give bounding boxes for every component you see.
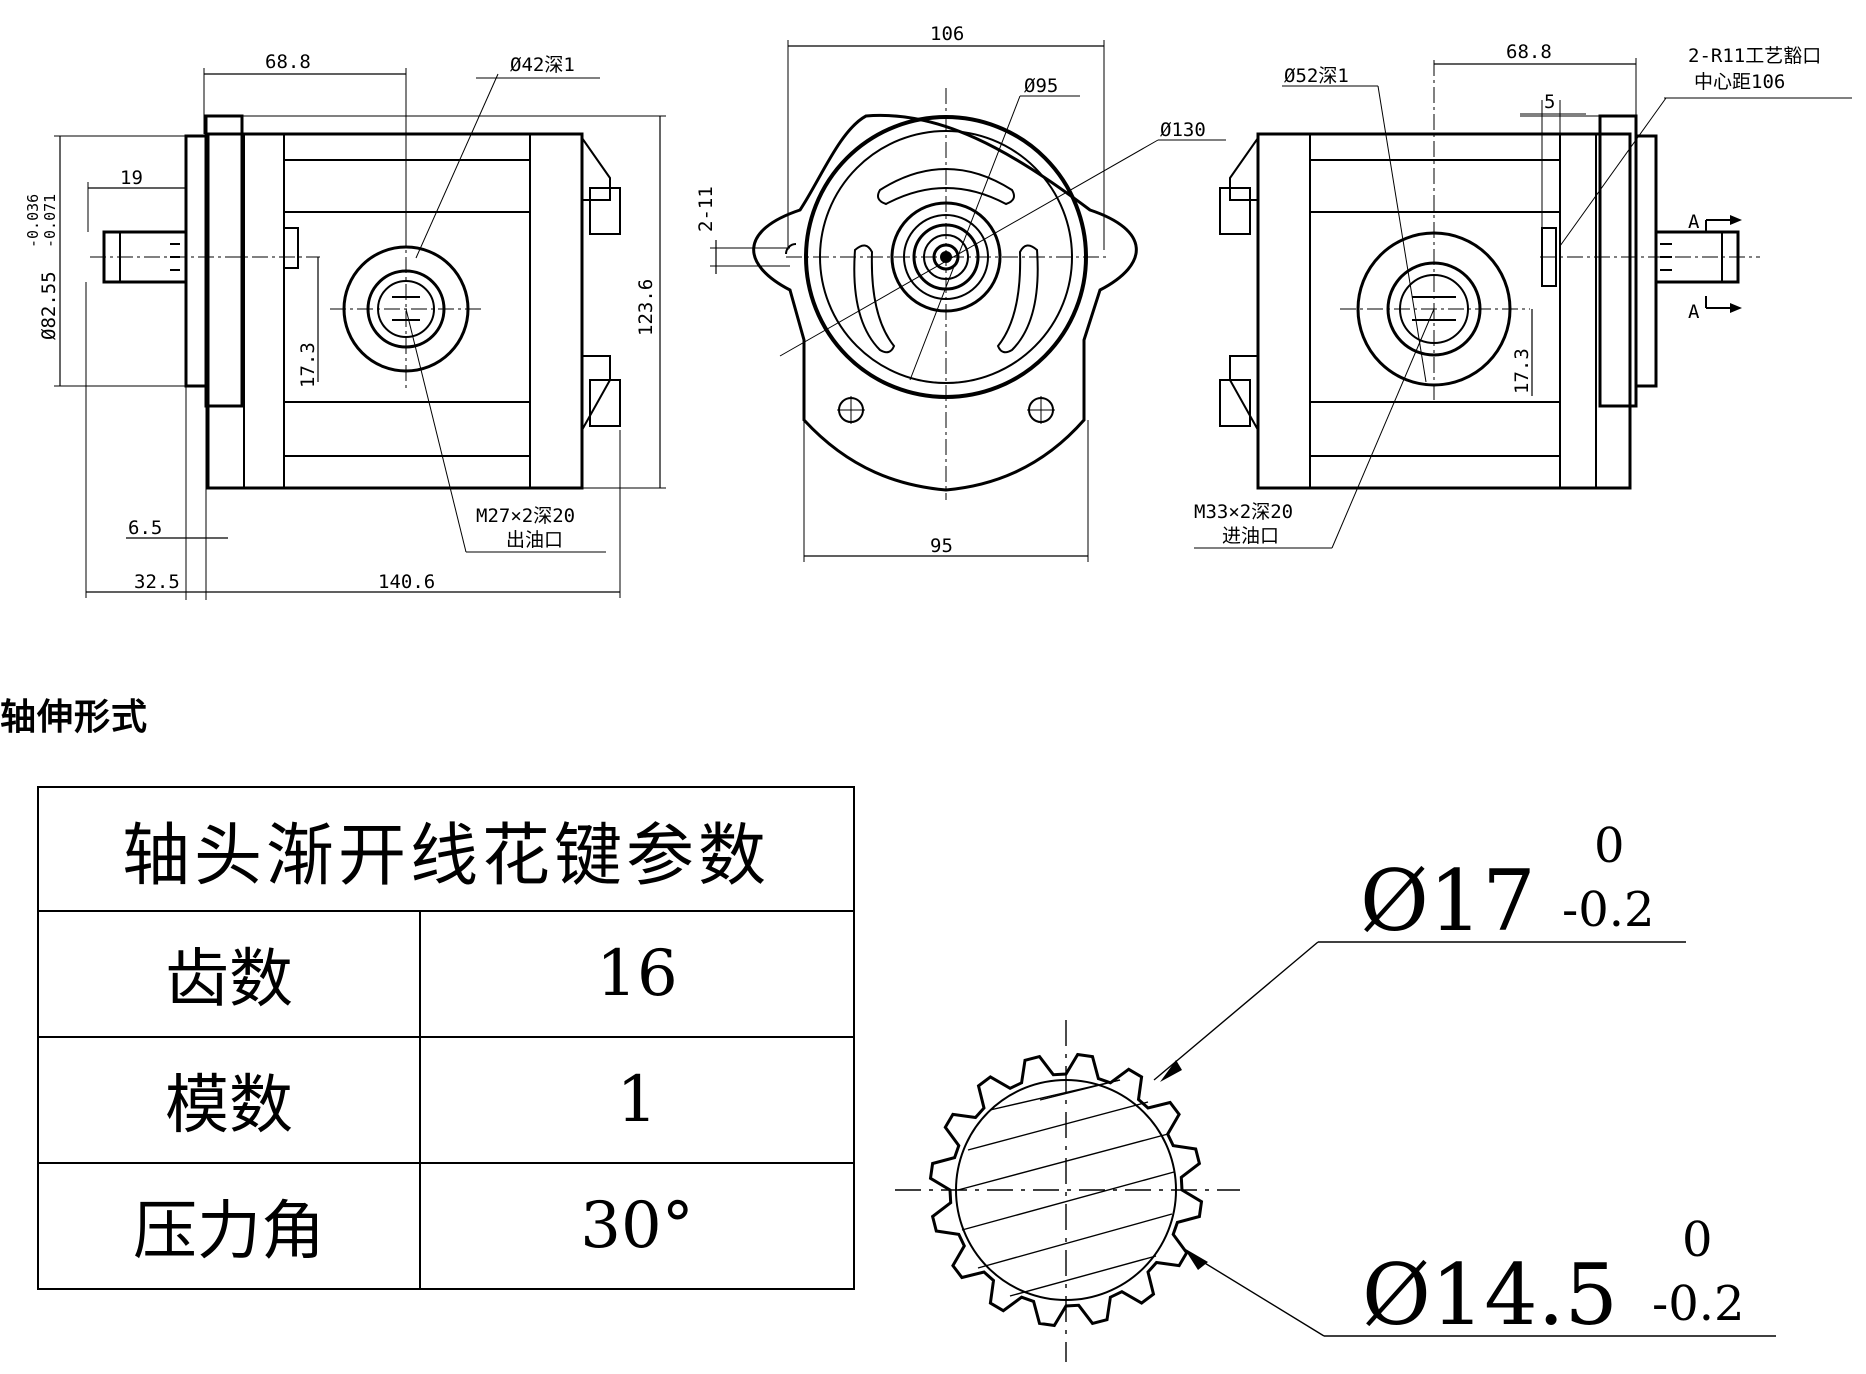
spline-outer-diameter: Ø17: [1360, 852, 1536, 950]
spline-root-tol-lower: -0.2: [1652, 1276, 1745, 1332]
spline-root-diameter: Ø14.5: [1362, 1246, 1618, 1344]
table-row: 压力角 30°: [37, 1162, 855, 1290]
dim-body-length: 140.6: [378, 571, 435, 593]
row-label-pressure-angle: 压力角: [37, 1162, 421, 1290]
pump-body-right: [1256, 132, 1632, 490]
row-label-module: 模数: [37, 1036, 421, 1164]
table-row: 齿数 16: [37, 910, 855, 1038]
front-view: 106 Ø95 Ø130 2-11 95: [695, 23, 1226, 562]
spline-detail: Ø17 0 -0.2 Ø14.5 0 -0.2: [895, 818, 1776, 1362]
table-row: 模数 1: [37, 1036, 855, 1164]
row-value-teeth: 16: [419, 910, 855, 1038]
inlet-label: 进油口: [1222, 525, 1279, 547]
dim-flange-width: 106: [930, 23, 964, 45]
dim-overall-height: 123.6: [635, 279, 657, 336]
dim-shaft-tol-lower: -0.071: [41, 194, 59, 248]
table-title: 轴头渐开线花键参数: [37, 786, 855, 912]
dim-pilot: Ø95: [1024, 75, 1058, 97]
dim-offset: 5: [1544, 91, 1555, 113]
flange-plate: [204, 114, 244, 408]
note-process-notch: 2-R11工艺豁口: [1688, 45, 1821, 67]
outlet-thread-label: M27×2深20: [476, 505, 575, 527]
spline-outer-tol-lower: -0.2: [1562, 882, 1655, 938]
dim-port-height-right: 17.3: [1511, 348, 1533, 394]
dim-width-top-right: 68.8: [1506, 41, 1552, 63]
spline-parameter-table: 轴头渐开线花键参数 齿数 16 模数 1 压力角 30°: [37, 786, 855, 1290]
dim-bolt-circle: Ø130: [1160, 119, 1206, 141]
dim-slot: 2-11: [695, 186, 717, 232]
inlet-thread-label: M33×2深20: [1194, 501, 1293, 523]
dim-spotface: Ø42深1: [510, 54, 575, 76]
row-value-module: 1: [419, 1036, 855, 1164]
left-view: 68.8 Ø42深1 19 -0.036 -0.071 Ø82.55 17.3 …: [24, 51, 666, 600]
dim-shaft-length: 19: [120, 167, 143, 189]
pump-body: [206, 132, 584, 490]
spline-root-tol-upper: 0: [1682, 1212, 1713, 1268]
dim-port-height: 17.3: [297, 342, 319, 388]
row-label-teeth: 齿数: [37, 910, 421, 1038]
section-mark-a-top: A: [1688, 211, 1700, 233]
row-value-pressure-angle: 30°: [419, 1162, 855, 1290]
spline-outer-tol-upper: 0: [1594, 818, 1625, 874]
right-view: 68.8 Ø52深1 5 17.3 2-R11工艺豁口 中心距106 A A M…: [1194, 41, 1852, 549]
dim-shaft-diameter: Ø82.55: [38, 271, 60, 340]
note-center-distance: 中心距106: [1694, 71, 1785, 93]
dim-bottom-width: 95: [930, 535, 953, 557]
dim-flange-thickness: 6.5: [128, 517, 162, 539]
flange-pilot: [184, 134, 208, 388]
outlet-label: 出油口: [506, 529, 563, 551]
section-title: 轴伸形式: [0, 697, 149, 738]
dim-width-top: 68.8: [265, 51, 311, 73]
dim-shaft-tol-upper: -0.036: [24, 194, 42, 248]
section-mark-a-bottom: A: [1688, 301, 1700, 323]
dim-spotface-right: Ø52深1: [1284, 65, 1349, 87]
dim-shaft-total: 32.5: [134, 571, 180, 593]
